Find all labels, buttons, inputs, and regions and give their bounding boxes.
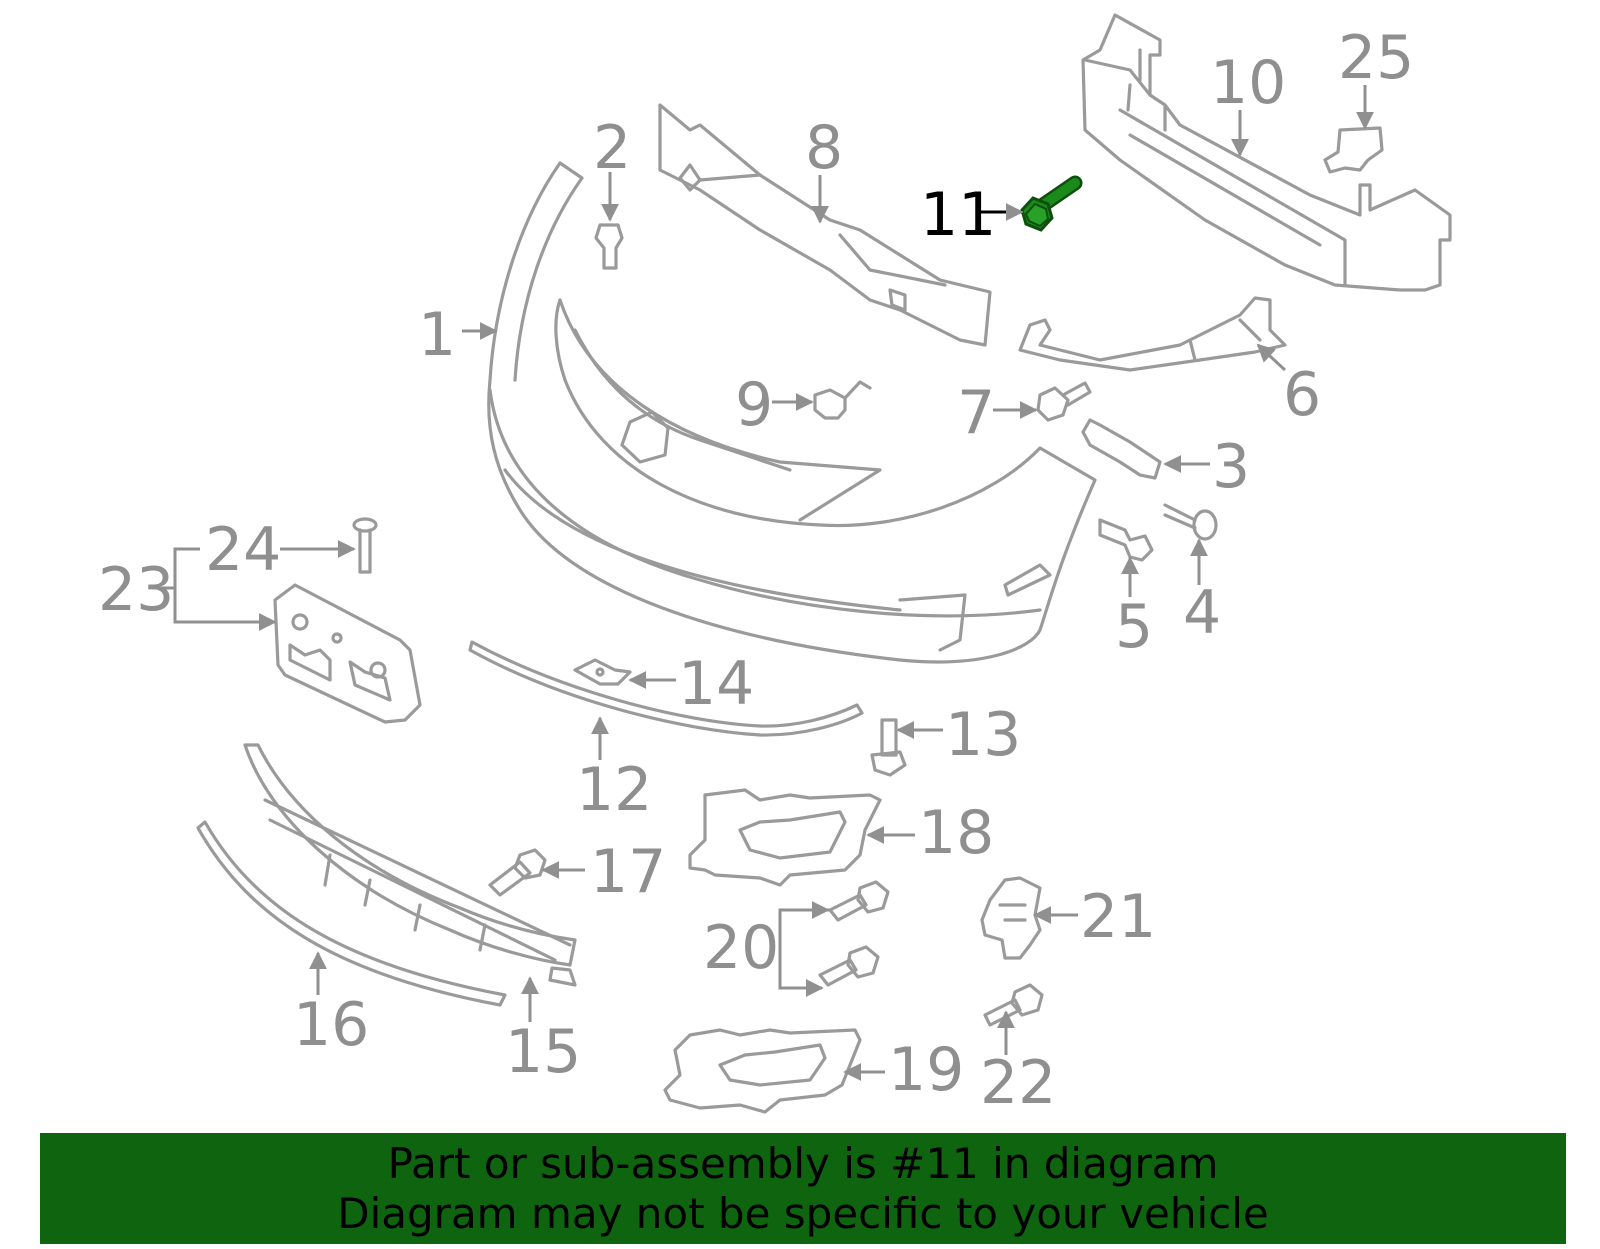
callout-labels: 1 2 8 11 10 25 6 9 7 3 5 4 24 23 14 12 1… (98, 23, 1414, 1118)
part-12-molding-strip[interactable] (468, 640, 864, 737)
part-24-pin[interactable] (352, 517, 378, 574)
part-4-pin[interactable] (1163, 503, 1218, 541)
part-22-bolt[interactable] (983, 983, 1044, 1027)
part-5-bolt[interactable] (1098, 518, 1154, 562)
part-23-license-bracket[interactable] (273, 583, 422, 724)
callout-21: 21 (1080, 882, 1156, 952)
part-2-clip[interactable] (594, 223, 624, 270)
callout-19: 19 (888, 1035, 964, 1105)
part-20-bolts[interactable] (818, 880, 890, 987)
part-18-bezel[interactable] (688, 788, 882, 887)
part-6-bracket[interactable] (1018, 296, 1287, 372)
callout-2: 2 (593, 113, 631, 183)
part-16-strip[interactable] (196, 820, 507, 1007)
callout-9: 9 (735, 370, 773, 440)
part-15-lower-grille[interactable] (243, 743, 577, 987)
callout-15: 15 (505, 1017, 581, 1087)
callout-13: 13 (945, 700, 1021, 770)
callout-20: 20 (703, 913, 779, 983)
callout-arrows (155, 85, 1374, 1081)
part-21-bracket[interactable] (980, 876, 1042, 960)
callout-25: 25 (1338, 23, 1414, 93)
callout-16: 16 (293, 990, 369, 1060)
part-13-bolt[interactable] (870, 718, 907, 777)
part-7-bolt[interactable] (1036, 381, 1092, 422)
callout-7: 7 (957, 378, 995, 448)
banner-line-1: Part or sub-assembly is #11 in diagram (387, 1138, 1219, 1188)
callout-1: 1 (418, 300, 456, 370)
callout-14: 14 (678, 649, 754, 719)
callout-6: 6 (1283, 360, 1321, 430)
parts-diagram: 1 2 8 11 10 25 6 9 7 3 5 4 24 23 14 12 1… (98, 13, 1452, 1118)
callout-4: 4 (1183, 578, 1221, 648)
part-1-bumper-cover[interactable] (487, 161, 1097, 664)
part-19-bezel[interactable] (663, 1028, 862, 1114)
part-info-banner: Part or sub-assembly is #11 in diagram D… (40, 1133, 1566, 1244)
part-3-bracket[interactable] (1081, 418, 1162, 480)
callout-11: 11 (920, 180, 996, 250)
callout-24: 24 (205, 515, 281, 585)
callout-22: 22 (980, 1048, 1056, 1118)
callout-23: 23 (98, 555, 174, 625)
part-10-reinforcement[interactable] (1081, 13, 1452, 292)
callout-5: 5 (1115, 592, 1153, 662)
callout-17: 17 (590, 837, 666, 907)
part-11-bolt[interactable] (1020, 175, 1083, 232)
part-8-upper-bracket[interactable] (658, 103, 992, 347)
part-14-clip[interactable] (573, 658, 632, 686)
callout-3: 3 (1212, 432, 1250, 502)
callout-8: 8 (805, 113, 843, 183)
part-9-clip[interactable] (813, 380, 872, 420)
part-25-clip[interactable] (1323, 126, 1384, 174)
callout-18: 18 (918, 798, 994, 868)
banner-line-2: Diagram may not be specific to your vehi… (337, 1188, 1269, 1238)
part-17-bolt[interactable] (488, 848, 547, 897)
callout-12: 12 (576, 755, 652, 825)
callout-10: 10 (1210, 48, 1286, 118)
